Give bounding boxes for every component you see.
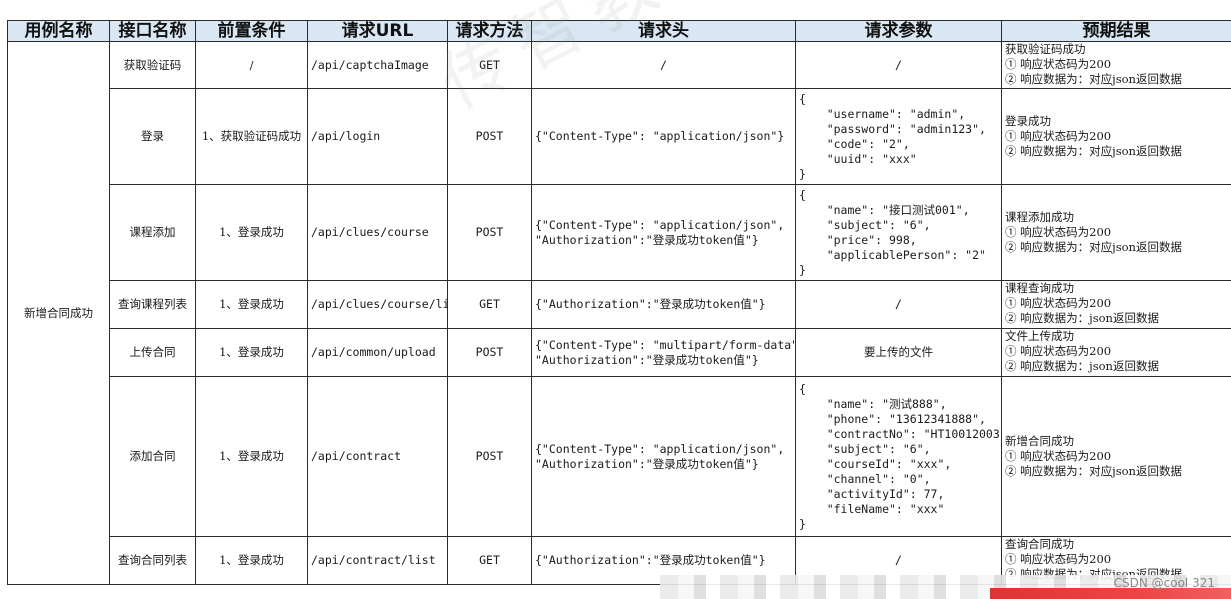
method-cell: GET: [447, 41, 532, 89]
method-cell: POST: [447, 376, 532, 537]
test-case-table: 用例名称 接口名称 前置条件 请求URL 请求方法 请求头 请求参数 预期结果 …: [7, 20, 1231, 585]
request-params-cell: /: [795, 41, 1002, 89]
precondition-cell: 1、登录成功: [195, 328, 308, 377]
request-params-cell: { "username": "admin", "password": "admi…: [795, 88, 1002, 185]
precondition-cell: 1、获取验证码成功: [195, 88, 308, 185]
header-method: 请求方法: [447, 20, 532, 42]
header-row: 用例名称 接口名称 前置条件 请求URL 请求方法 请求头 请求参数 预期结果: [7, 20, 1231, 42]
api-name-cell: 上传合同: [109, 328, 196, 377]
url-cell: /api/clues/course: [307, 184, 448, 281]
url-cell: /api/contract: [307, 376, 448, 537]
header-case-name: 用例名称: [7, 20, 110, 42]
method-cell: POST: [447, 328, 532, 377]
precondition-cell: 1、登录成功: [195, 376, 308, 537]
header-request-params: 请求参数: [795, 20, 1002, 42]
api-name-cell: 课程添加: [109, 184, 196, 281]
expected-cell: 登录成功 ① 响应状态码为200 ② 响应数据为：对应json返回数据: [1001, 88, 1231, 185]
expected-cell: 新增合同成功 ① 响应状态码为200 ② 响应数据为：对应json返回数据: [1001, 376, 1231, 537]
red-banner-fragment: [990, 588, 1231, 599]
table-row: 课程添加 1、登录成功 /api/clues/course POST {"Con…: [8, 184, 1231, 281]
api-name-cell: 查询合同列表: [109, 536, 196, 585]
header-request-header: 请求头: [531, 20, 796, 42]
header-precondition: 前置条件: [195, 20, 308, 42]
api-name-cell: 登录: [109, 88, 196, 185]
precondition-cell: 1、登录成功: [195, 184, 308, 281]
table-row: 上传合同 1、登录成功 /api/common/upload POST {"Co…: [8, 328, 1231, 377]
url-cell: /api/login: [307, 88, 448, 185]
request-header-cell: {"Content-Type": "application/json", "Au…: [531, 184, 796, 281]
case-name-cell: 新增合同成功: [7, 41, 110, 585]
expected-cell: 文件上传成功 ① 响应状态码为200 ② 响应数据为：json返回数据: [1001, 328, 1231, 377]
precondition-cell: 1、登录成功: [195, 536, 308, 585]
table-row: 登录 1、获取验证码成功 /api/login POST {"Content-T…: [8, 88, 1231, 185]
request-header-cell: {"Content-Type": "application/json"}: [531, 88, 796, 185]
header-url: 请求URL: [307, 20, 448, 42]
expected-cell: 课程查询成功 ① 响应状态码为200 ② 响应数据为：json返回数据: [1001, 280, 1231, 329]
request-header-cell: {"Content-Type": "application/json", "Au…: [531, 376, 796, 537]
request-header-cell: {"Content-Type": "multipart/form-data", …: [531, 328, 796, 377]
expected-cell: 课程添加成功 ① 响应状态码为200 ② 响应数据为：对应json返回数据: [1001, 184, 1231, 281]
top-margin: [0, 0, 1231, 20]
expected-cell: 获取验证码成功 ① 响应状态码为200 ② 响应数据为：对应json返回数据: [1001, 41, 1231, 89]
table-row: 新增合同成功 获取验证码 / /api/captchaImage GET / /…: [7, 41, 1231, 585]
request-params-cell: { "name": "测试888", "phone": "13612341888…: [795, 376, 1002, 537]
method-cell: GET: [447, 280, 532, 329]
method-cell: POST: [447, 184, 532, 281]
request-params-cell: { "name": "接口测试001", "subject": "6", "pr…: [795, 184, 1002, 281]
request-header-cell: {"Authorization":"登录成功token值"}: [531, 280, 796, 329]
csdn-watermark: CSDN @cool 321: [1113, 576, 1215, 590]
url-cell: /api/common/upload: [307, 328, 448, 377]
url-cell: /api/captchaImage: [307, 41, 448, 89]
method-cell: POST: [447, 88, 532, 185]
table-row: 添加合同 1、登录成功 /api/contract POST {"Content…: [8, 376, 1231, 537]
header-expected: 预期结果: [1001, 20, 1231, 42]
request-params-cell: 要上传的文件: [795, 328, 1002, 377]
url-cell: /api/contract/list: [307, 536, 448, 585]
method-cell: GET: [447, 536, 532, 585]
request-header-cell: /: [531, 41, 796, 89]
precondition-cell: /: [195, 41, 308, 89]
url-cell: /api/clues/course/list: [307, 280, 448, 329]
precondition-cell: 1、登录成功: [195, 280, 308, 329]
api-name-cell: 添加合同: [109, 376, 196, 537]
api-name-cell: 获取验证码: [109, 41, 196, 89]
request-params-cell: /: [795, 280, 1002, 329]
api-name-cell: 查询课程列表: [109, 280, 196, 329]
table-row: 查询课程列表 1、登录成功 /api/clues/course/list GET…: [8, 280, 1231, 329]
header-api-name: 接口名称: [109, 20, 196, 42]
